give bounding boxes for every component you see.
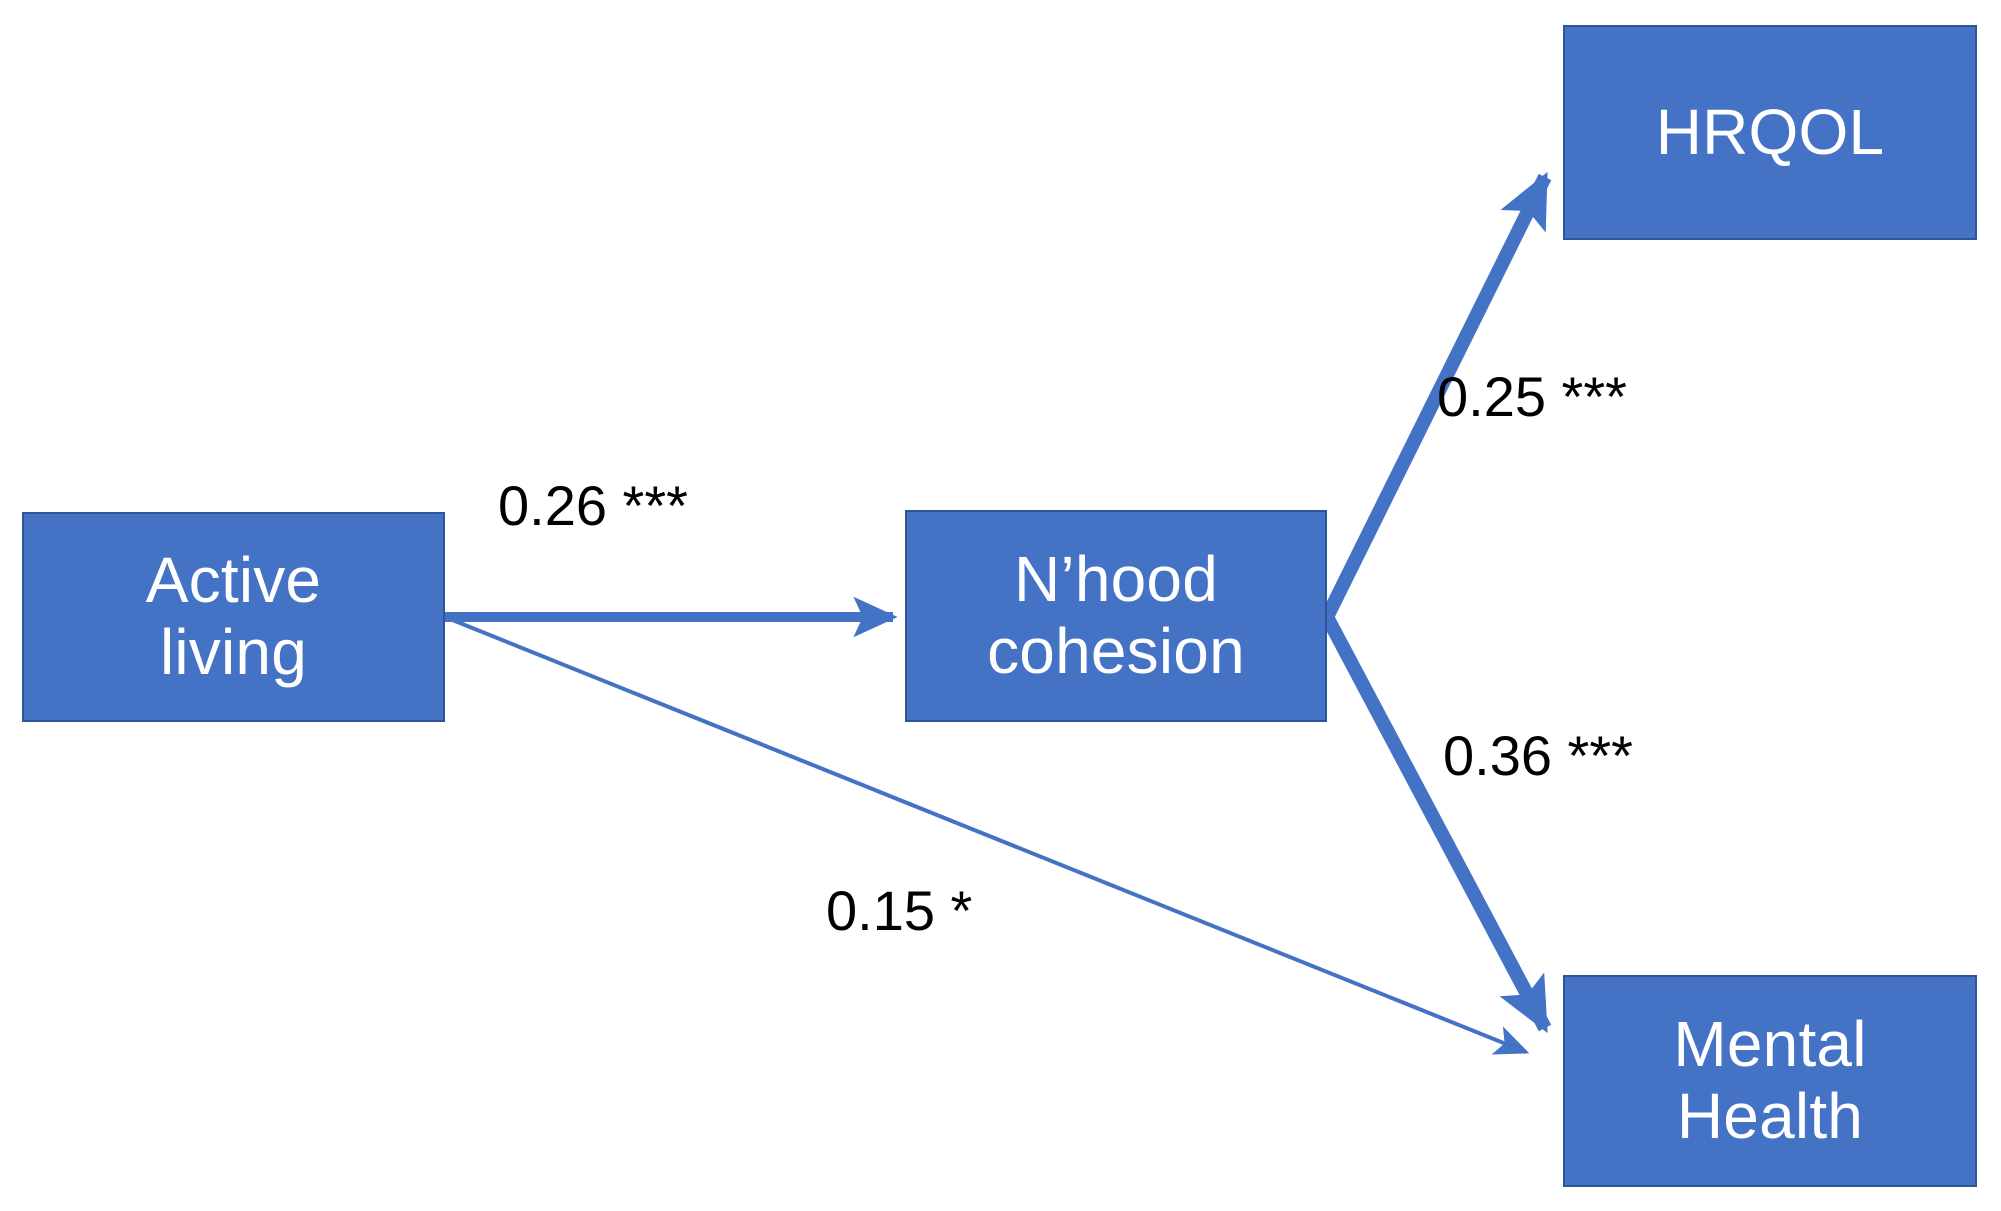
edge-label-active-living-to-mental-health: 0.15 * bbox=[826, 879, 973, 942]
node-mental-health-line2: Health bbox=[1676, 1080, 1864, 1152]
node-active-living-line1: Active bbox=[145, 544, 322, 617]
node-nhood-cohesion[interactable]: N’hood cohesion bbox=[905, 510, 1327, 722]
node-nhood-cohesion-line2: cohesion bbox=[987, 615, 1245, 687]
node-active-living-line2: living bbox=[159, 616, 308, 688]
edge-nhood-to-hrqol bbox=[1320, 171, 1552, 621]
node-mental-health[interactable]: Mental Health bbox=[1563, 975, 1977, 1187]
node-active-living[interactable]: Active living bbox=[22, 512, 445, 722]
node-mental-health-line1: Mental bbox=[1673, 1008, 1867, 1081]
edge-nhood-to-mental-health bbox=[1320, 613, 1552, 1034]
node-hrqol[interactable]: HRQOL bbox=[1563, 25, 1977, 240]
node-hrqol-label: HRQOL bbox=[1655, 95, 1885, 168]
edge-label-active-living-to-nhood: 0.26 *** bbox=[498, 474, 688, 537]
edge-active-living-to-mental-health bbox=[444, 615, 1530, 1055]
edge-label-nhood-to-mental-health: 0.36 *** bbox=[1443, 724, 1633, 787]
node-nhood-cohesion-line1: N’hood bbox=[1013, 543, 1218, 616]
edge-label-nhood-to-hrqol: 0.25 *** bbox=[1437, 365, 1627, 428]
